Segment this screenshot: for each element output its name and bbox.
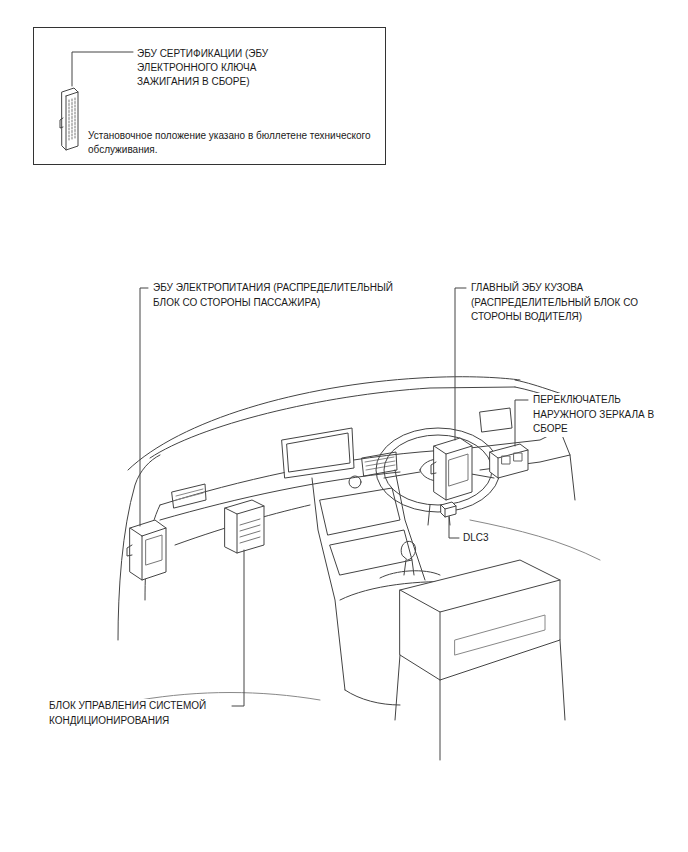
callout-label: ГЛАВНЫЙ ЭБУ КУЗОВА (РАСПРЕДЕЛИТЕЛЬНЫЙ БЛ… xyxy=(470,281,647,325)
info-box: ЭБУ СЕРТИФИКАЦИИ (ЭБУ ЭЛЕКТРОННОГО КЛЮЧА… xyxy=(33,27,386,165)
leader-line xyxy=(232,550,244,706)
leader-line xyxy=(455,288,466,440)
callout-label: ЭБУ ЭЛЕКТРОПИТАНИЯ (РАСПРЕДЕЛИТЕЛЬНЫЙ БЛ… xyxy=(152,281,404,310)
leader-line xyxy=(515,400,528,446)
component-label: ЭБУ СЕРТИФИКАЦИИ (ЭБУ ЭЛЕКТРОННОГО КЛЮЧА… xyxy=(137,47,287,89)
note-text: Установочное положение указано в бюллете… xyxy=(88,129,378,157)
leader-line xyxy=(449,517,459,538)
leader-line xyxy=(140,288,148,526)
dlc3-connector xyxy=(441,502,456,517)
leader-line xyxy=(72,52,133,86)
main-body-ecu xyxy=(431,438,472,500)
callout-label: DLC3 xyxy=(462,531,490,546)
certification-ecu-icon xyxy=(60,88,78,150)
callout-label: ПЕРЕКЛЮЧАТЕЛЬ НАРУЖНОГО ЗЕРКАЛА В СБОРЕ xyxy=(532,393,674,437)
ac-control-unit xyxy=(225,500,264,553)
callout-label: БЛОК УПРАВЛЕНИЯ СИСТЕМОЙ КОНДИЦИОНИРОВАН… xyxy=(48,699,230,728)
power-ecu xyxy=(127,520,166,580)
mirror-switch xyxy=(490,444,528,478)
